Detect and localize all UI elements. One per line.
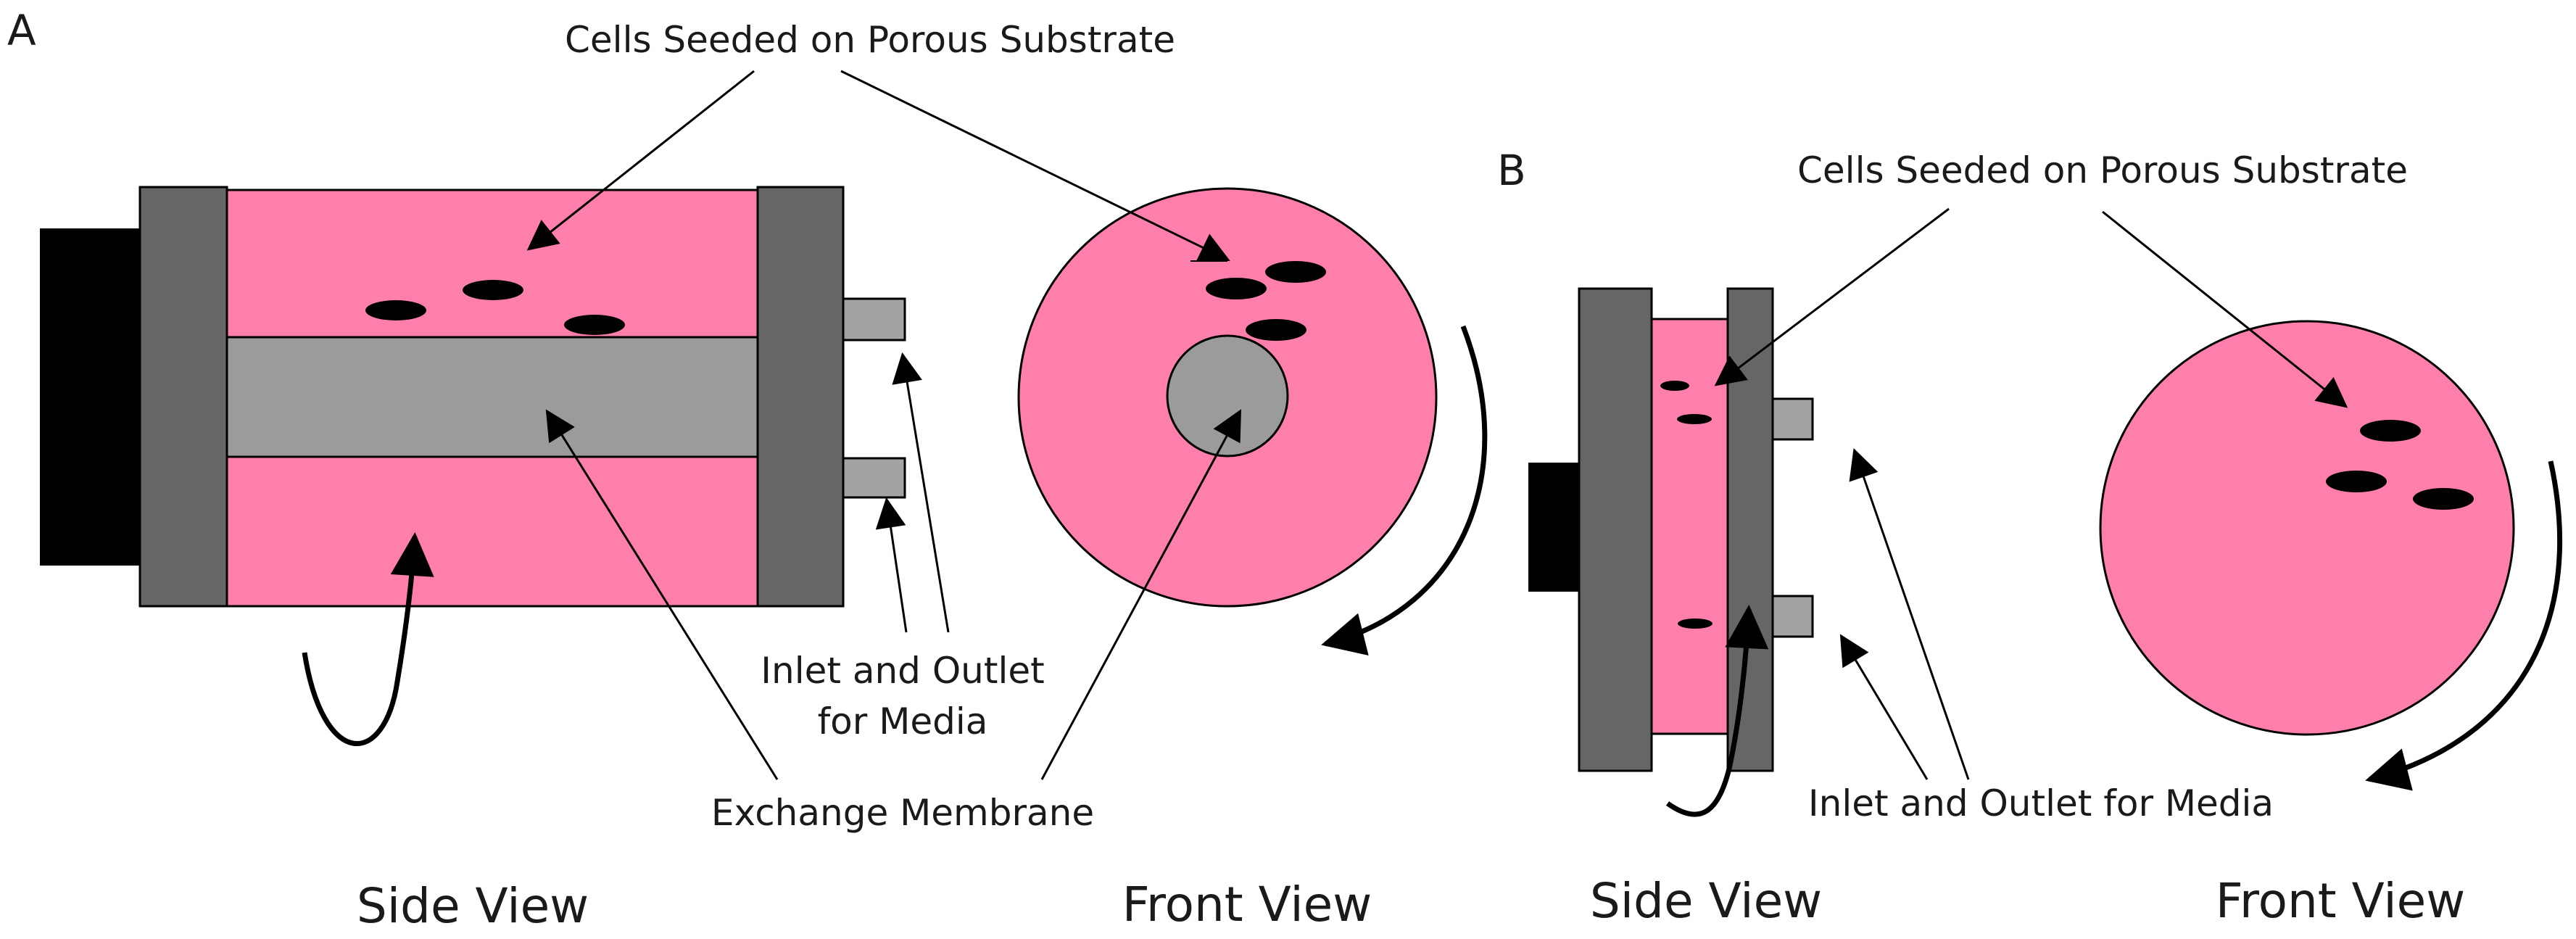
front-view-label: Front View: [1122, 877, 1372, 932]
side-view-label: Side View: [1590, 873, 1822, 929]
left-plate: [1578, 287, 1653, 772]
panel-a: A: [7, 6, 1488, 934]
front-membrane: [1166, 334, 1289, 458]
cells-label: Cells Seeded on Porous Substrate: [565, 19, 1175, 61]
rotation-arrow: [1665, 605, 1769, 817]
cells-pointer-side: [526, 70, 755, 251]
panel-a-front-view-device: [1017, 187, 1438, 608]
left-end-cap: [138, 186, 228, 608]
panel-b-front-view-device: [2099, 320, 2515, 736]
cell: [365, 300, 426, 320]
inlet-pointer: [875, 497, 908, 633]
cell: [1206, 278, 1267, 299]
outlet-pointer: [1849, 448, 1970, 780]
inlet-port: [1771, 595, 1814, 638]
inlet-outlet-label-line1: Inlet and Outlet: [761, 650, 1044, 692]
panel-b-letter: B: [1497, 146, 1526, 195]
outlet-port: [842, 297, 906, 342]
panel-a-letter: A: [7, 6, 36, 55]
cell: [2326, 471, 2387, 492]
culture-chamber: [1650, 318, 1729, 735]
rotation-arrow: [2365, 460, 2563, 791]
inlet-outlet-label-line2: for Media: [818, 700, 988, 742]
cell: [1265, 261, 1326, 283]
motor-block: [1528, 463, 1581, 592]
panel-b-side-view-device: [1528, 287, 1814, 772]
cell: [2360, 420, 2421, 442]
outlet-pointer: [892, 352, 950, 633]
cell: [1677, 414, 1712, 424]
cells-label: Cells Seeded on Porous Substrate: [1797, 149, 2408, 191]
inlet-port: [842, 457, 906, 499]
front-view-label: Front View: [2216, 873, 2466, 929]
cells-pointer-front: [840, 70, 1230, 262]
cell: [1660, 381, 1689, 391]
cells-pointer-front: [2102, 210, 2348, 408]
cell: [463, 280, 523, 300]
inlet-pointer: [1839, 634, 1929, 780]
membrane-pointer-side: [545, 409, 779, 780]
outlet-port: [1771, 397, 1814, 441]
panel-a-side-view-device: [40, 186, 906, 608]
right-end-cap: [756, 186, 845, 608]
side-view-label: Side View: [357, 878, 589, 934]
cell: [1246, 319, 1306, 341]
rotation-arrow: [302, 532, 434, 746]
cell: [2413, 488, 2474, 510]
membrane-pointer-front: [1040, 409, 1241, 780]
membrane-label: Exchange Membrane: [711, 792, 1094, 834]
rotation-arrow: [1321, 325, 1488, 655]
exchange-membrane-core: [225, 336, 759, 458]
right-plate: [1726, 287, 1774, 772]
motor-block: [40, 228, 141, 566]
panel-b: B Cells Seeded on P: [1497, 146, 2563, 929]
inlet-outlet-label: Inlet and Outlet for Media: [1808, 782, 2274, 824]
front-chamber: [2099, 320, 2515, 736]
cells-pointer-side: [1714, 207, 1950, 386]
cell: [1678, 619, 1712, 629]
cell: [564, 315, 625, 335]
